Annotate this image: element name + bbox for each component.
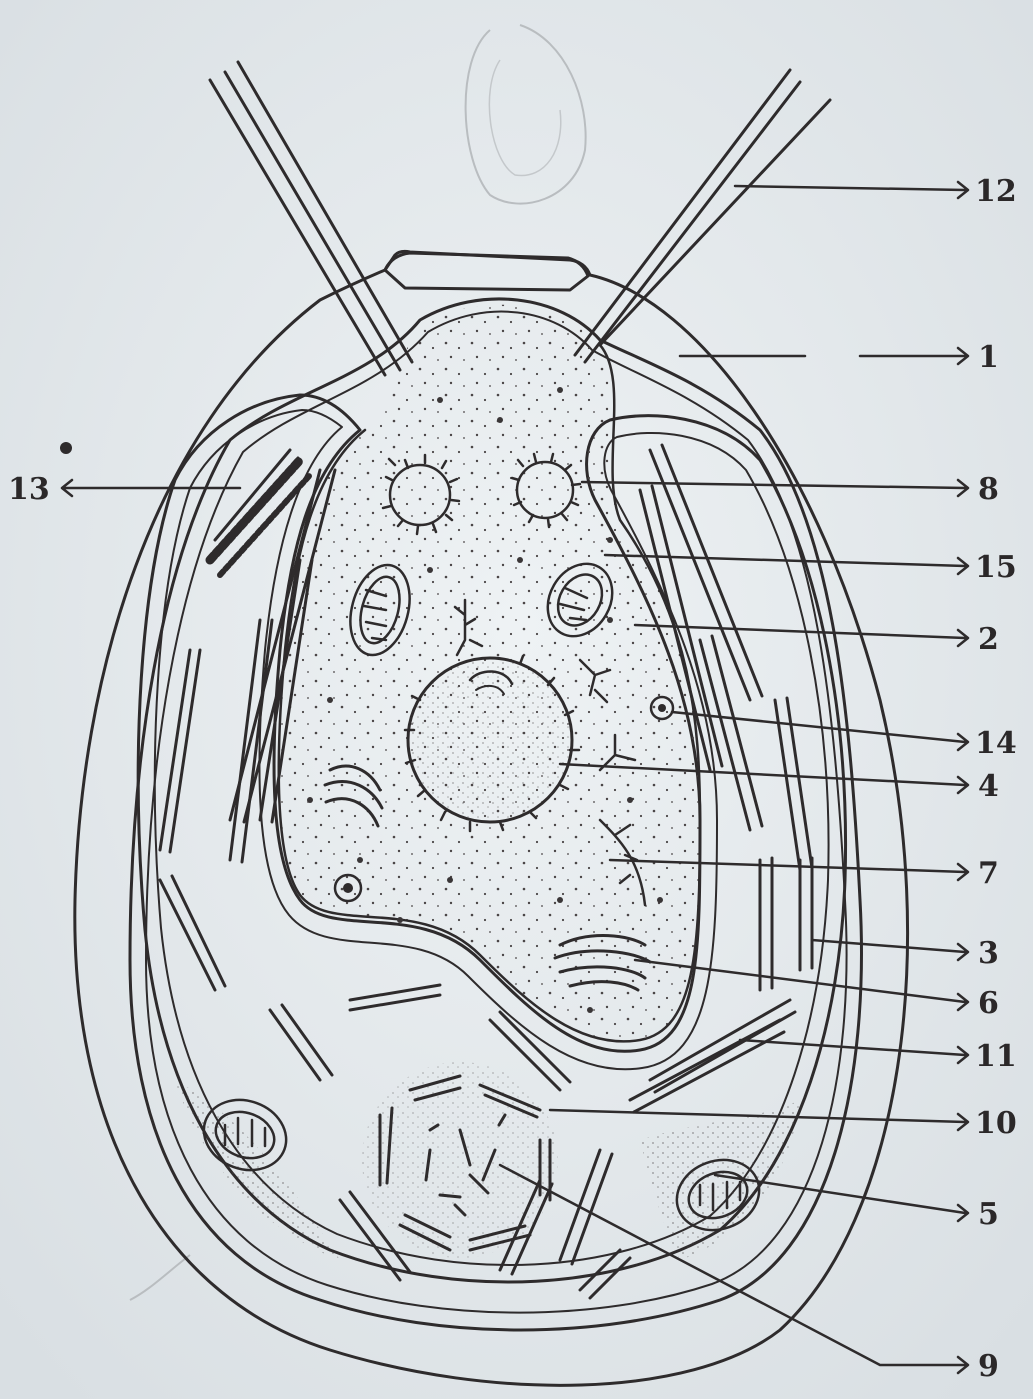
- pyrenoid: [362, 1062, 558, 1258]
- label-10: 10: [975, 1106, 1017, 1141]
- label-3: 3: [978, 936, 999, 971]
- label-12: 12: [975, 174, 1017, 209]
- label-6: 6: [978, 986, 999, 1021]
- label-5: 5: [978, 1197, 999, 1232]
- label-14: 14: [975, 726, 1017, 761]
- label-15: 15: [975, 550, 1017, 585]
- label-2: 2: [978, 622, 999, 657]
- label-7: 7: [978, 856, 999, 891]
- marker-dot: [60, 442, 72, 454]
- label-8: 8: [978, 472, 999, 507]
- label-9: 9: [978, 1349, 999, 1384]
- label-1: 1: [978, 340, 999, 375]
- label-4: 4: [978, 769, 999, 804]
- label-11: 11: [975, 1039, 1017, 1074]
- label-13: 13: [8, 472, 50, 507]
